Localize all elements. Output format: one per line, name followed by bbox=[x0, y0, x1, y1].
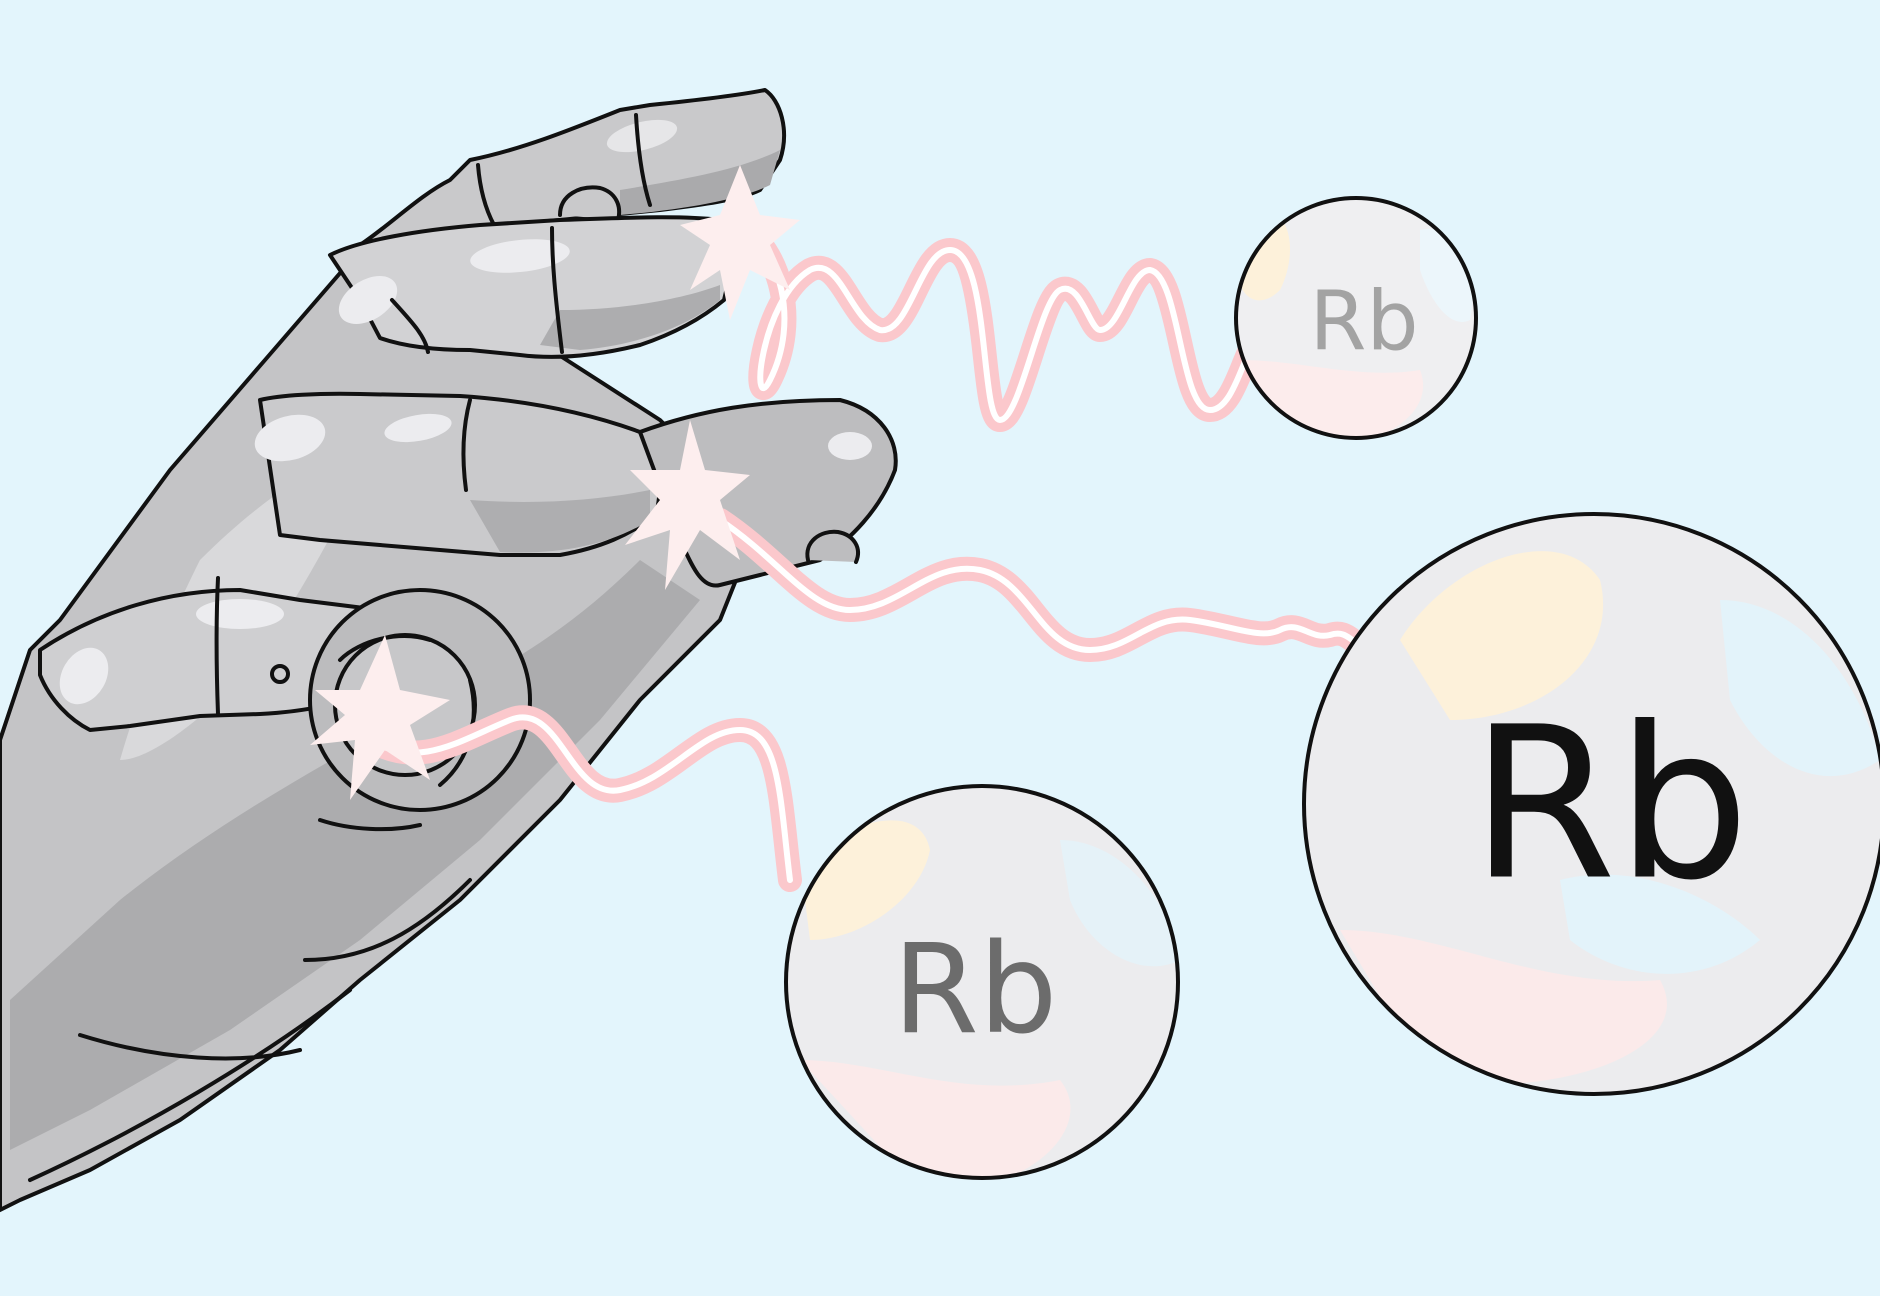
energy-beam-bottom-core bbox=[367, 714, 793, 883]
atom-symbol: Rb bbox=[893, 918, 1058, 1062]
atom-pattern bbox=[1060, 840, 1178, 967]
energy-beam-top-core bbox=[737, 222, 1253, 423]
thumb-joint-bolt bbox=[270, 664, 290, 684]
atom-symbol: Rb bbox=[1309, 275, 1418, 370]
finger-highlight bbox=[59, 647, 109, 705]
finger-joint bbox=[461, 398, 472, 492]
spark-middle bbox=[625, 420, 750, 590]
energy-beams bbox=[358, 213, 1372, 892]
rb-atom-large: Rb bbox=[1302, 512, 1880, 1096]
atom-pattern bbox=[1560, 874, 1760, 974]
atom-pattern bbox=[1720, 600, 1880, 777]
finger-highlight bbox=[828, 432, 872, 460]
finger-knuckle-ring bbox=[805, 529, 860, 564]
energy-beam-middle-core bbox=[717, 517, 1363, 653]
atom-pattern bbox=[800, 1060, 1071, 1178]
finger-joint bbox=[214, 576, 220, 716]
fingertip-sparks bbox=[310, 165, 800, 800]
atom-outline bbox=[784, 784, 1180, 1180]
ring-finger-shadow bbox=[470, 490, 650, 553]
atom-outline bbox=[1234, 196, 1478, 440]
finger-highlight bbox=[338, 276, 398, 324]
wrist-segment bbox=[303, 878, 472, 962]
finger-joint bbox=[476, 163, 496, 227]
atom-outline bbox=[1302, 512, 1880, 1096]
finger-joint bbox=[550, 226, 564, 354]
atom-symbol: Rb bbox=[1470, 682, 1749, 927]
finger-highlight bbox=[196, 599, 284, 629]
finger-highlight bbox=[254, 414, 326, 462]
rb-atom-medium: Rb bbox=[784, 784, 1180, 1180]
atom-pattern bbox=[1400, 551, 1604, 720]
palm-joint-segment bbox=[318, 818, 422, 832]
spark-top bbox=[680, 165, 800, 320]
wrist-segment bbox=[28, 988, 352, 1182]
finger-knuckle-ring bbox=[558, 185, 621, 222]
middle-finger-shadow bbox=[540, 285, 720, 350]
finger-joint bbox=[634, 113, 652, 207]
spark-bottom bbox=[310, 635, 450, 800]
finger-highlight bbox=[470, 239, 570, 273]
wrist-segment bbox=[78, 1033, 302, 1061]
finger-joint bbox=[390, 298, 430, 354]
finger-highlight bbox=[384, 413, 452, 443]
finger-highlight bbox=[606, 119, 678, 153]
rb-atom-small: Rb bbox=[1234, 196, 1478, 440]
palm-joint-segment bbox=[338, 634, 432, 662]
